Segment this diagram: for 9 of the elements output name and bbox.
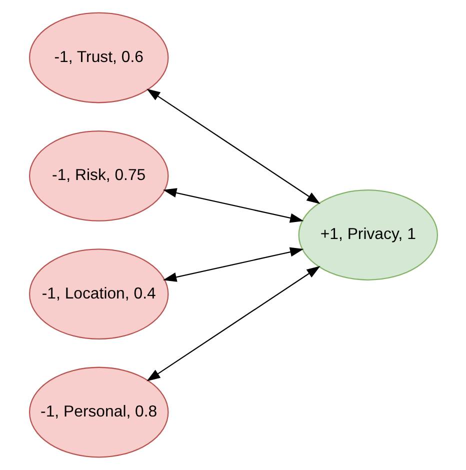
arrow <box>162 247 304 282</box>
node-ellipse: +1, Privacy, 1 <box>298 190 438 280</box>
node-ellipse: -1, Risk, 0.75 <box>28 130 168 222</box>
node-ellipse: -1, Location, 0.4 <box>28 248 168 340</box>
arrow <box>162 188 304 223</box>
node-ellipse: -1, Personal, 0.8 <box>28 366 168 458</box>
arrow <box>146 88 320 204</box>
arrow <box>146 266 320 382</box>
node-ellipse: -1, Trust, 0.6 <box>28 12 168 104</box>
